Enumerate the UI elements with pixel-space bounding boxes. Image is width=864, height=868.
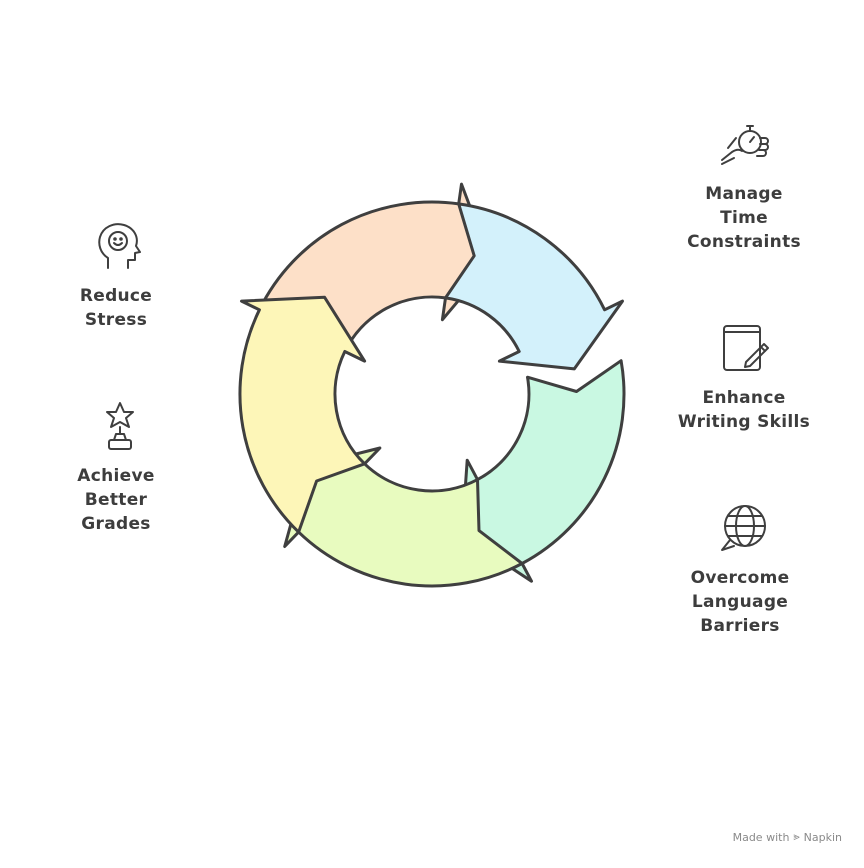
- arrow-segment-manage-time: [444, 202, 624, 371]
- label-manage-time: Manage Time Constraints: [687, 184, 801, 252]
- label-overcome-language: Overcome Language Barriers: [690, 568, 790, 636]
- hand-stopwatch-icon: [718, 118, 770, 168]
- napkin-logo-icon: ⪢: [793, 830, 800, 843]
- label-achieve-grades: Achieve Better Grades: [77, 466, 155, 534]
- label-enhance-writing: Enhance Writing Skills: [677, 388, 811, 432]
- notebook-pencil-icon: [720, 322, 770, 374]
- watermark: Made with ⪢ Napkin: [732, 830, 842, 844]
- trophy-star-icon: [100, 400, 140, 454]
- globe-speech-icon: [718, 502, 770, 554]
- smiling-head-icon: [94, 220, 144, 272]
- label-reduce-stress: Reduce Stress: [79, 286, 153, 330]
- arrow-segment-achieve-grades: [238, 295, 367, 534]
